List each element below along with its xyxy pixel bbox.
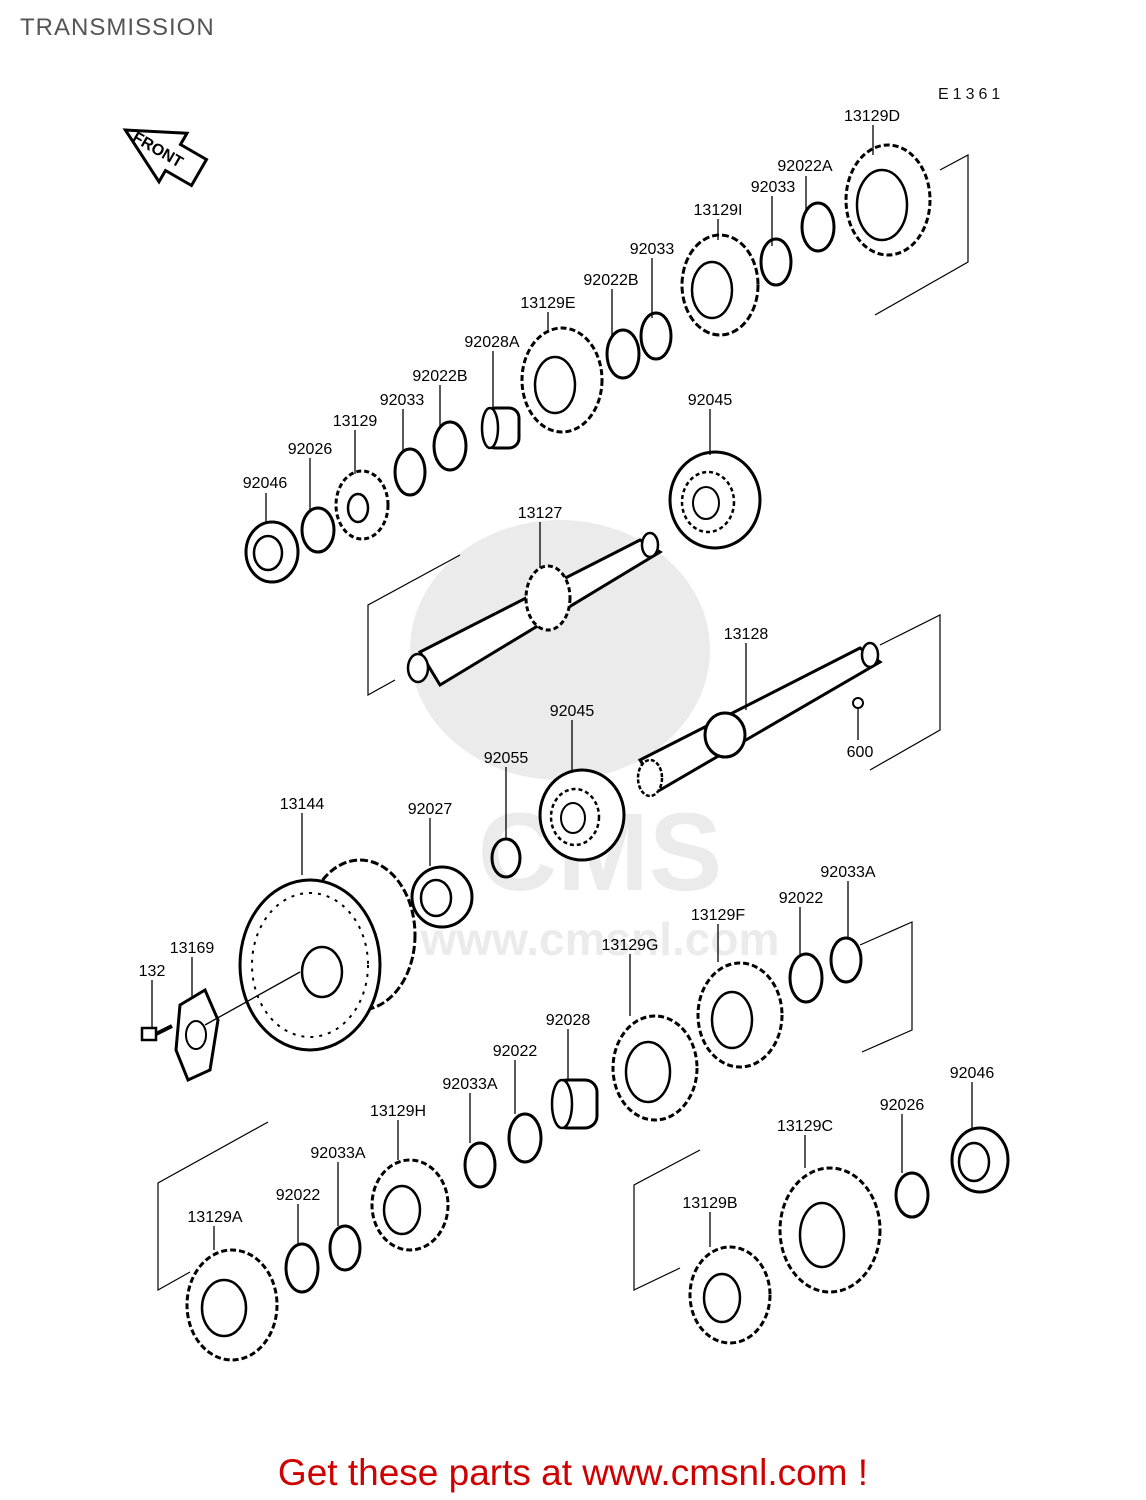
part-label[interactable]: 92028 bbox=[546, 1012, 591, 1029]
washer-92022-c bbox=[284, 1242, 320, 1294]
part-label[interactable]: 13129 bbox=[333, 413, 378, 430]
part-label[interactable]: 13128 bbox=[724, 626, 769, 643]
diagram-code: E1361 bbox=[938, 86, 1005, 103]
washer-92026-b bbox=[894, 1171, 930, 1219]
part-label[interactable]: 13129G bbox=[602, 937, 659, 954]
part-label[interactable]: 13129A bbox=[187, 1209, 242, 1226]
part-label[interactable]: 92033 bbox=[751, 179, 796, 196]
transmission-diagram: CMS www.cmsnl.com FRONT bbox=[122, 108, 1010, 1362]
part-label[interactable]: 92027 bbox=[408, 801, 453, 818]
circlip-92033-a bbox=[759, 237, 793, 287]
gear-13129h bbox=[370, 1158, 450, 1252]
part-label[interactable]: 13169 bbox=[170, 940, 215, 957]
part-label[interactable]: 92022 bbox=[493, 1043, 538, 1060]
part-label[interactable]: 92033 bbox=[630, 241, 675, 258]
front-arrow: FRONT bbox=[122, 128, 209, 188]
part-label[interactable]: 13127 bbox=[518, 505, 563, 522]
part-label[interactable]: 92045 bbox=[688, 392, 733, 409]
bracket-lower-right bbox=[859, 921, 913, 1053]
part-label[interactable]: 13129I bbox=[694, 202, 743, 219]
watermark-url: www.cmsnl.com bbox=[420, 913, 780, 965]
footer-link[interactable]: Get these parts at www.cmsnl.com ! bbox=[277, 1452, 869, 1493]
gear-13144 bbox=[238, 858, 417, 1052]
circlip-92033a-a bbox=[829, 936, 863, 984]
part-label[interactable]: 13129C bbox=[777, 1118, 833, 1135]
part-label[interactable]: 92055 bbox=[484, 750, 529, 767]
part-label[interactable]: 92022A bbox=[777, 158, 832, 175]
watermark: CMS www.cmsnl.com bbox=[410, 520, 779, 965]
bushing-92028a bbox=[480, 406, 521, 450]
gear-13129f bbox=[696, 961, 784, 1069]
part-label[interactable]: 600 bbox=[847, 744, 874, 761]
plate-13169 bbox=[174, 987, 220, 1083]
part-label[interactable]: 13129D bbox=[844, 108, 900, 125]
washer-92022-a bbox=[788, 952, 824, 1004]
leader-lines bbox=[151, 125, 973, 1250]
shaft-13127 bbox=[406, 531, 663, 688]
gear-13129c bbox=[778, 1166, 882, 1294]
washer-92026-a bbox=[300, 506, 336, 554]
part-label[interactable]: 92046 bbox=[950, 1065, 995, 1082]
bolt-132 bbox=[140, 1024, 173, 1042]
bracket-upper-shaft bbox=[874, 153, 969, 316]
part-label[interactable]: 92022B bbox=[583, 272, 638, 289]
collar-92027 bbox=[410, 865, 474, 929]
part-label[interactable]: 92026 bbox=[880, 1097, 925, 1114]
ball-600 bbox=[852, 697, 864, 709]
gear-13129g bbox=[611, 1014, 699, 1122]
gear-13129i bbox=[680, 233, 760, 337]
bracket-lower-mid bbox=[633, 1149, 701, 1291]
part-labels: 13129D 92022A 92033 13129I 92033 92022B … bbox=[139, 108, 995, 1226]
part-label[interactable]: 92022B bbox=[412, 368, 467, 385]
bracket-13127 bbox=[367, 554, 461, 697]
circlip-92033a-c bbox=[328, 1224, 362, 1272]
part-label[interactable]: 92022 bbox=[779, 890, 824, 907]
part-label[interactable]: 92033A bbox=[310, 1145, 365, 1162]
bearing-92045-b bbox=[538, 768, 626, 862]
bearing-92046-b bbox=[950, 1126, 1010, 1194]
circlip-92033-c bbox=[393, 447, 427, 497]
axis-line-13169 bbox=[204, 971, 301, 1026]
part-label[interactable]: 92033A bbox=[442, 1076, 497, 1093]
washer-92022-b bbox=[507, 1112, 543, 1164]
bracket-lower-left bbox=[157, 1121, 269, 1292]
part-label[interactable]: 92026 bbox=[288, 441, 333, 458]
part-label[interactable]: 132 bbox=[139, 963, 166, 980]
gear-13129a bbox=[185, 1248, 279, 1362]
gear-13129 bbox=[334, 469, 390, 541]
bushing-92028 bbox=[550, 1078, 599, 1130]
part-label[interactable]: 13129F bbox=[691, 907, 745, 924]
part-label[interactable]: 13129E bbox=[520, 295, 575, 312]
bearing-92046-a bbox=[244, 520, 300, 584]
gear-13129e bbox=[520, 326, 604, 434]
page-title: TRANSMISSION bbox=[20, 14, 215, 41]
part-label[interactable]: 92022 bbox=[276, 1187, 321, 1204]
bracket-13128 bbox=[869, 614, 941, 771]
circlip-92033a-b bbox=[463, 1141, 497, 1189]
part-label[interactable]: 92033A bbox=[820, 864, 875, 881]
part-label[interactable]: 13129B bbox=[682, 1195, 737, 1212]
part-label[interactable]: 92033 bbox=[380, 392, 425, 409]
gear-13129d bbox=[844, 143, 932, 257]
part-label[interactable]: 92045 bbox=[550, 703, 595, 720]
gear-13129b bbox=[688, 1245, 772, 1345]
bearing-92045-a bbox=[668, 450, 762, 550]
part-label[interactable]: 13129H bbox=[370, 1103, 426, 1120]
washer-92022b-a bbox=[605, 328, 641, 380]
oring-92055 bbox=[490, 837, 522, 879]
part-label[interactable]: 92046 bbox=[243, 475, 288, 492]
washer-92022b-b bbox=[432, 420, 468, 472]
part-label[interactable]: 13144 bbox=[280, 796, 325, 813]
circlip-92033-b bbox=[639, 311, 673, 361]
washer-92022a bbox=[800, 201, 836, 253]
shaft-13128 bbox=[636, 641, 883, 798]
part-label[interactable]: 92028A bbox=[464, 334, 519, 351]
